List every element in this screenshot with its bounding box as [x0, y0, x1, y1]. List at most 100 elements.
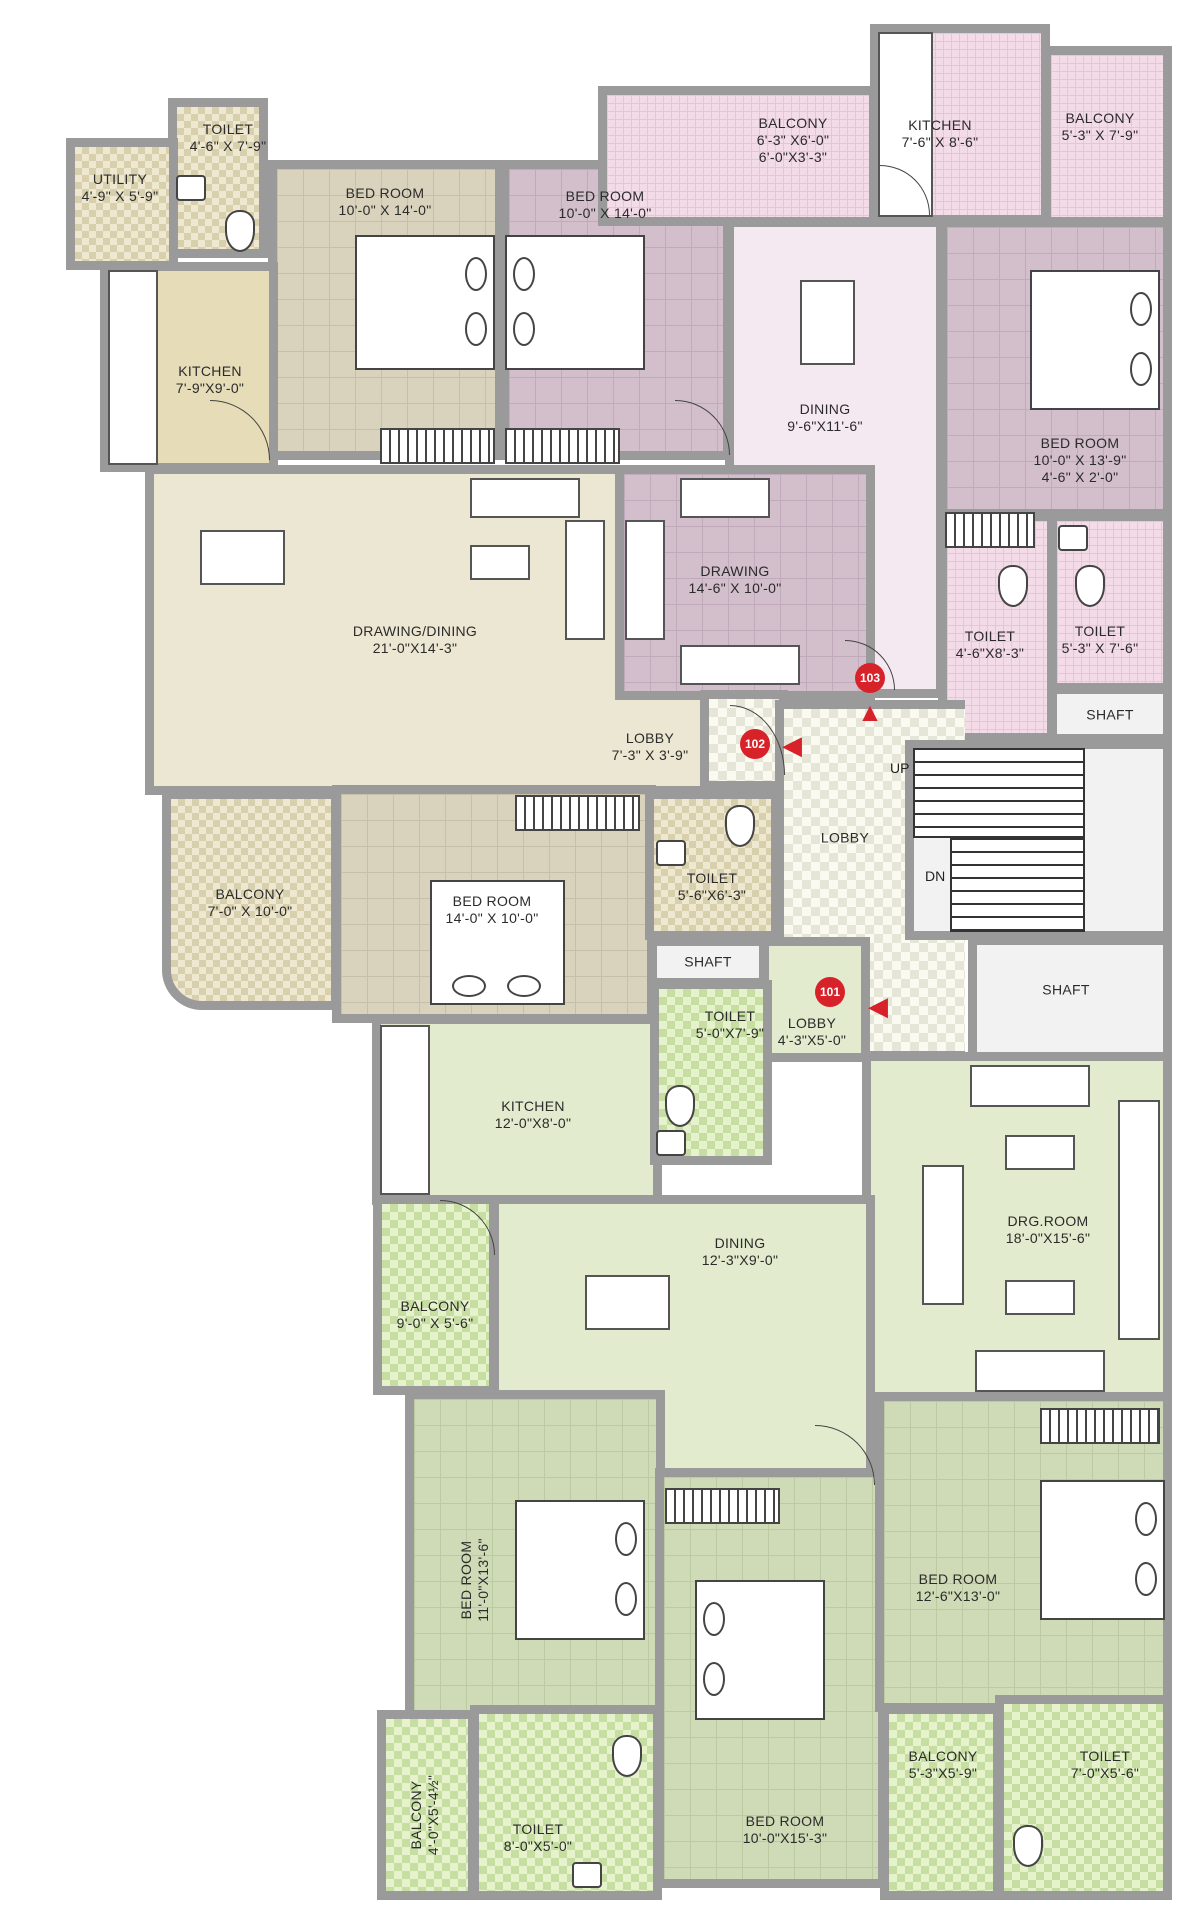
wardrobe — [1040, 1408, 1160, 1444]
coffee-table — [1005, 1135, 1075, 1170]
stair-up-label: UP — [890, 760, 910, 776]
room-toilet-right-1 — [938, 512, 1056, 742]
room-balcony-bottom-right — [880, 1705, 1002, 1900]
stair-flight-down — [950, 838, 1085, 932]
room-balcony-top-center — [598, 86, 878, 226]
toilet-seat — [1075, 565, 1105, 607]
wardrobe — [380, 428, 495, 464]
dining-table — [200, 530, 285, 585]
sofa — [565, 520, 605, 640]
room-utility — [66, 138, 178, 270]
wash-basin — [572, 1862, 602, 1888]
bed — [1040, 1480, 1165, 1620]
bed — [695, 1580, 825, 1720]
wardrobe — [515, 795, 640, 831]
toilet-seat — [225, 210, 255, 252]
sofa — [680, 645, 800, 685]
room-shaft-big — [968, 936, 1172, 1061]
kitchen-counter — [108, 270, 158, 465]
room-label-lobby-main: LOBBY — [820, 829, 870, 846]
wash-basin — [176, 175, 206, 201]
room-toilet-mid-left — [650, 980, 772, 1165]
room-shaft-right — [1048, 685, 1172, 743]
sofa — [625, 520, 665, 640]
stair-down-label: DN — [925, 868, 946, 884]
room-toilet-bottom-left — [470, 1705, 662, 1900]
wash-basin — [656, 1130, 686, 1156]
sofa — [922, 1165, 964, 1305]
entry-arrow-icon: ▲ — [857, 697, 883, 727]
toilet-seat — [612, 1735, 642, 1777]
toilet-seat — [1013, 1825, 1043, 1867]
dining-table — [585, 1275, 670, 1330]
sofa — [975, 1350, 1105, 1392]
bed — [505, 235, 645, 370]
bed — [515, 1500, 645, 1640]
sofa — [470, 478, 580, 518]
stair-flight-up — [913, 748, 1085, 838]
wardrobe — [505, 428, 620, 464]
toilet-seat — [998, 565, 1028, 607]
toilet-seat — [665, 1085, 695, 1127]
dining-table — [800, 280, 855, 365]
sofa — [680, 478, 770, 518]
entry-marker-101: 101 — [815, 977, 845, 1007]
bed — [1030, 270, 1160, 410]
sofa — [1118, 1100, 1160, 1340]
entry-marker-103: 103 — [855, 663, 885, 693]
room-toilet-top-left — [168, 98, 268, 258]
entry-arrow-icon: ◀ — [868, 991, 888, 1021]
kitchen-counter — [380, 1025, 430, 1195]
room-label-shaft-big: SHAFT — [1042, 981, 1090, 998]
wardrobe — [945, 512, 1035, 548]
room-balcony-left — [162, 790, 340, 1010]
room-toilet-bottom-right — [995, 1695, 1172, 1900]
toilet-seat — [725, 805, 755, 847]
room-balcony-top-right — [1042, 46, 1172, 226]
entry-marker-102: 102 — [740, 729, 770, 759]
bed — [355, 235, 495, 370]
coffee-table — [470, 545, 530, 580]
room-label-shaft-mid: SHAFT — [684, 953, 732, 970]
room-label-shaft-right: SHAFT — [1086, 706, 1134, 723]
sofa — [970, 1065, 1090, 1107]
wardrobe — [665, 1488, 780, 1524]
bed — [430, 880, 565, 1005]
wash-basin — [1058, 525, 1088, 551]
entry-arrow-icon: ◀ — [782, 730, 802, 760]
coffee-table — [1005, 1280, 1075, 1315]
wash-basin — [656, 840, 686, 866]
